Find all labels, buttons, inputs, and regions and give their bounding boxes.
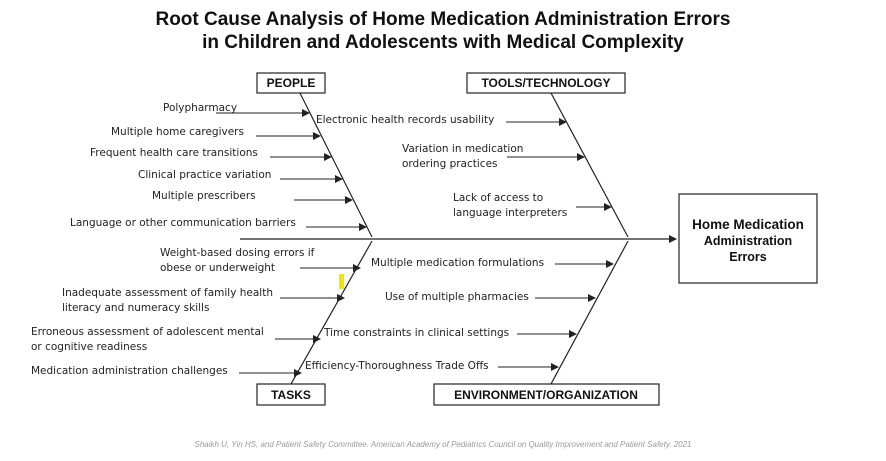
credit-line: Shaikh U, Yin HS, and Patient Safety Com… bbox=[194, 440, 692, 449]
tasks-cause-1-line-1: Weight-based dosing errors if bbox=[160, 247, 315, 259]
tasks-cause-2-line-1: Inadequate assessment of family health bbox=[62, 287, 273, 299]
people-cause-1-line-1: Polypharmacy bbox=[163, 102, 237, 114]
tasks-cause-1: Weight-based dosing errors if obese or un… bbox=[160, 247, 361, 274]
tasks-cause-4-text: Medication administration challenges bbox=[31, 365, 228, 377]
people-cause-1: Polypharmacy bbox=[163, 102, 310, 117]
people-cause-2-line-1: Multiple home caregivers bbox=[111, 126, 244, 138]
people-bone bbox=[299, 92, 373, 238]
tools-causes: Electronic health records usabilityVaria… bbox=[316, 114, 612, 219]
people-cause-4-text: Clinical practice variation bbox=[138, 169, 271, 181]
people-cause-2-text: Multiple home caregivers bbox=[111, 126, 244, 138]
category-tools-label: TOOLS/TECHNOLOGY bbox=[481, 76, 610, 90]
effect-box: Home Medication Administration Errors bbox=[678, 193, 818, 284]
tasks-cause-4-line-1: Medication administration challenges bbox=[31, 365, 228, 377]
tasks-cause-4: Medication administration challenges bbox=[31, 365, 302, 377]
people-cause-4-line-1: Clinical practice variation bbox=[138, 169, 271, 181]
people-cause-3: Frequent health care transitions bbox=[90, 147, 332, 161]
category-environment: ENVIRONMENT/ORGANIZATION bbox=[433, 383, 660, 406]
people-cause-6: Language or other communication barriers bbox=[70, 217, 367, 231]
people-cause-5: Multiple prescribers bbox=[152, 190, 353, 204]
tools-cause-1-line-1: Electronic health records usability bbox=[316, 114, 494, 126]
tasks-cause-3-text: Erroneous assessment of adolescent menta… bbox=[31, 326, 264, 353]
category-tasks-label: TASKS bbox=[271, 388, 311, 402]
diagram-title-line2: in Children and Adolescents with Medical… bbox=[202, 32, 684, 53]
people-cause-5-line-1: Multiple prescribers bbox=[152, 190, 256, 202]
effect-line1: Home Medication bbox=[692, 217, 804, 232]
tasks-cause-3: Erroneous assessment of adolescent menta… bbox=[31, 326, 321, 353]
environment-cause-4-line-1: Efficiency-Thoroughness Trade Offs bbox=[305, 360, 489, 372]
category-people: PEOPLE bbox=[256, 72, 326, 94]
category-people-label: PEOPLE bbox=[267, 76, 316, 90]
people-cause-5-text: Multiple prescribers bbox=[152, 190, 256, 202]
environment-bone bbox=[550, 240, 629, 385]
tasks-cause-1-text: Weight-based dosing errors if obese or un… bbox=[160, 247, 315, 274]
category-tools: TOOLS/TECHNOLOGY bbox=[466, 72, 626, 94]
environment-cause-3-line-1: Time constraints in clinical settings bbox=[323, 327, 509, 339]
diagram-title-line1: Root Cause Analysis of Home Medication A… bbox=[155, 9, 731, 30]
people-cause-3-text: Frequent health care transitions bbox=[90, 147, 258, 159]
tasks-cause-2: Inadequate assessment of family health li… bbox=[62, 287, 345, 314]
environment-cause-4-text: Efficiency-Thoroughness Trade Offs bbox=[305, 360, 489, 372]
environment-cause-2: Use of multiple pharmacies bbox=[385, 291, 596, 303]
tasks-causes: Weight-based dosing errors if obese or un… bbox=[31, 247, 361, 377]
people-cause-1-text: Polypharmacy bbox=[163, 102, 237, 114]
tools-cause-1: Electronic health records usability bbox=[316, 114, 567, 126]
environment-cause-1-line-1: Multiple medication formulations bbox=[371, 257, 544, 269]
tools-cause-3-text: Lack of access to language interpreters bbox=[453, 192, 567, 219]
tools-cause-2-line-1: Variation in medication bbox=[402, 143, 523, 155]
tools-cause-3: Lack of access to language interpreters bbox=[453, 192, 612, 219]
people-cause-6-line-1: Language or other communication barriers bbox=[70, 217, 296, 229]
environment-cause-2-text: Use of multiple pharmacies bbox=[385, 291, 529, 303]
environment-cause-3-text: Time constraints in clinical settings bbox=[323, 327, 509, 339]
effect-line2: Administration bbox=[704, 234, 792, 248]
tools-cause-3-line-2: language interpreters bbox=[453, 207, 567, 219]
tools-cause-2-text: Variation in medication ordering practice… bbox=[402, 143, 523, 170]
environment-cause-3: Time constraints in clinical settings bbox=[323, 327, 577, 339]
people-cause-3-line-1: Frequent health care transitions bbox=[90, 147, 258, 159]
category-environment-label: ENVIRONMENT/ORGANIZATION bbox=[454, 388, 638, 402]
environment-cause-2-line-1: Use of multiple pharmacies bbox=[385, 291, 529, 303]
tools-cause-2: Variation in medication ordering practice… bbox=[402, 143, 585, 170]
tasks-cause-2-line-2: literacy and numeracy skills bbox=[62, 302, 209, 314]
tasks-cause-3-line-2: or cognitive readiness bbox=[31, 341, 147, 353]
tools-cause-2-line-2: ordering practices bbox=[402, 158, 498, 170]
people-cause-4: Clinical practice variation bbox=[138, 169, 343, 183]
environment-cause-4: Efficiency-Thoroughness Trade Offs bbox=[305, 360, 559, 372]
tasks-cause-2-text: Inadequate assessment of family health li… bbox=[62, 287, 273, 314]
highlight-mark bbox=[339, 274, 344, 289]
tools-cause-3-line-1: Lack of access to bbox=[453, 192, 543, 204]
category-tasks: TASKS bbox=[256, 383, 326, 406]
tasks-cause-3-line-1: Erroneous assessment of adolescent menta… bbox=[31, 326, 264, 338]
tools-bone bbox=[550, 92, 629, 238]
environment-cause-1: Multiple medication formulations bbox=[371, 257, 614, 269]
people-cause-6-text: Language or other communication barriers bbox=[70, 217, 296, 229]
tasks-cause-1-line-2: obese or underweight bbox=[160, 262, 275, 274]
people-cause-2: Multiple home caregivers bbox=[111, 126, 321, 140]
environment-cause-1-text: Multiple medication formulations bbox=[371, 257, 544, 269]
effect-line3: Errors bbox=[729, 250, 767, 264]
tools-cause-1-text: Electronic health records usability bbox=[316, 114, 494, 126]
